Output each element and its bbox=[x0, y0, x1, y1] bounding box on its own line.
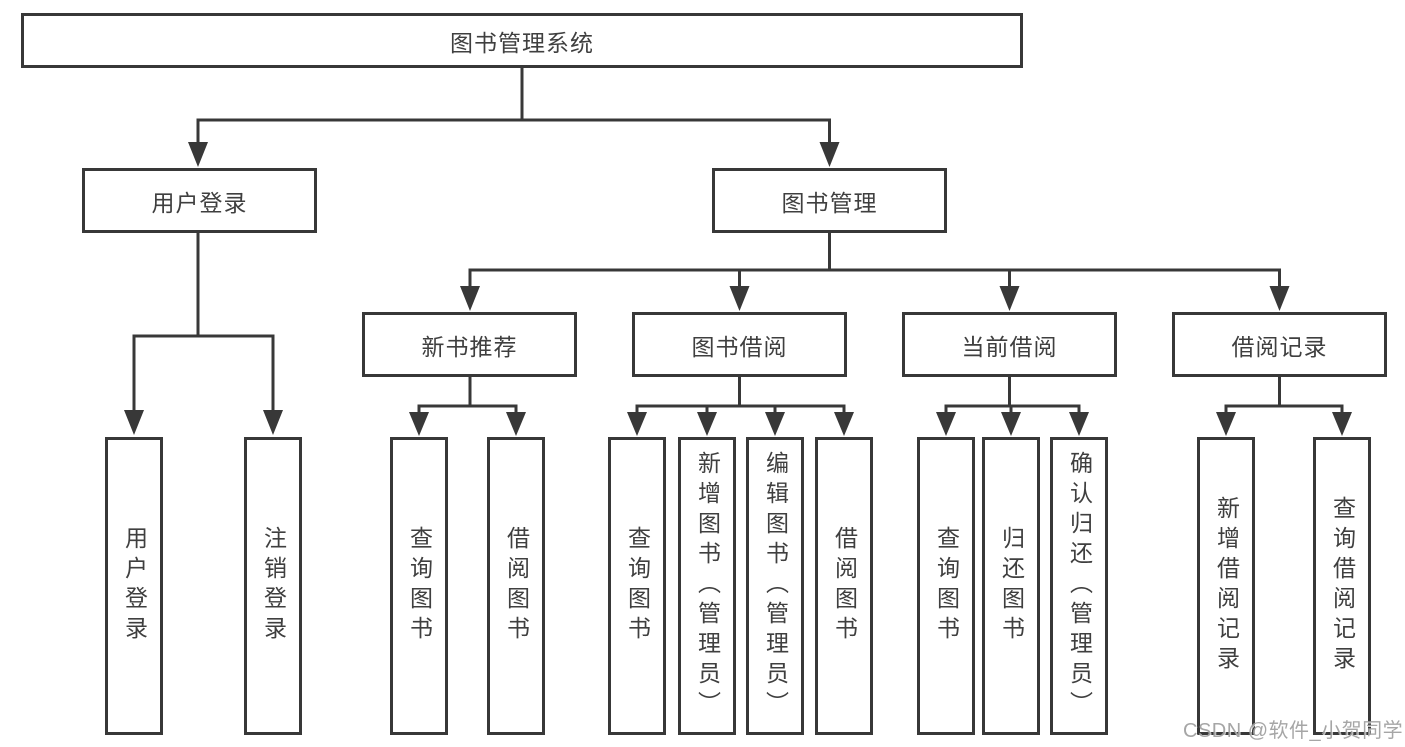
leaf-query-borrow-record: 查询借阅记录 bbox=[1313, 437, 1371, 735]
leaf-return-books-label: 归还图书 bbox=[998, 526, 1025, 646]
leaf-user-login-label: 用户登录 bbox=[121, 526, 148, 646]
node-user-login: 用户登录 bbox=[82, 168, 317, 233]
leaf-add-book-admin: 新增图书（管理员） bbox=[678, 437, 736, 735]
node-current-borrowing-label: 当前借阅 bbox=[961, 333, 1058, 360]
node-library-system: 图书管理系统 bbox=[21, 13, 1023, 68]
node-user-login-label: 用户登录 bbox=[151, 189, 248, 216]
node-borrow-records: 借阅记录 bbox=[1172, 312, 1387, 377]
node-new-book-recommend-label: 新书推荐 bbox=[421, 333, 518, 360]
node-current-borrowing: 当前借阅 bbox=[902, 312, 1117, 377]
leaf-query-borrow-record-label: 查询借阅记录 bbox=[1329, 496, 1356, 676]
leaf-confirm-return-admin-label: 确认归还（管理员） bbox=[1066, 451, 1093, 721]
leaf-borrow-books-recommend-label: 借阅图书 bbox=[503, 526, 530, 646]
leaf-borrow-books-borrowing: 借阅图书 bbox=[815, 437, 873, 735]
leaf-return-books: 归还图书 bbox=[982, 437, 1040, 735]
leaf-add-book-admin-label: 新增图书（管理员） bbox=[694, 451, 721, 721]
leaf-query-books-current: 查询图书 bbox=[917, 437, 975, 735]
node-book-management-label: 图书管理 bbox=[781, 189, 878, 216]
node-book-borrowing: 图书借阅 bbox=[632, 312, 847, 377]
leaf-logout-label: 注销登录 bbox=[260, 526, 287, 646]
leaf-borrow-books-borrowing-label: 借阅图书 bbox=[831, 526, 858, 646]
leaf-query-books-borrowing-label: 查询图书 bbox=[624, 526, 651, 646]
leaf-query-books-recommend: 查询图书 bbox=[390, 437, 448, 735]
node-new-book-recommend: 新书推荐 bbox=[362, 312, 577, 377]
leaf-query-books-borrowing: 查询图书 bbox=[608, 437, 666, 735]
leaf-add-borrow-record-label: 新增借阅记录 bbox=[1213, 496, 1240, 676]
leaf-edit-book-admin-label: 编辑图书（管理员） bbox=[762, 451, 789, 721]
node-book-management: 图书管理 bbox=[712, 168, 947, 233]
leaf-add-borrow-record: 新增借阅记录 bbox=[1197, 437, 1255, 735]
leaf-confirm-return-admin: 确认归还（管理员） bbox=[1050, 437, 1108, 735]
node-book-borrowing-label: 图书借阅 bbox=[691, 333, 788, 360]
watermark: CSDN @软件_小贺同学 bbox=[1183, 720, 1404, 742]
node-library-system-label: 图书管理系统 bbox=[450, 29, 594, 56]
leaf-query-books-recommend-label: 查询图书 bbox=[406, 526, 433, 646]
leaf-edit-book-admin: 编辑图书（管理员） bbox=[746, 437, 804, 735]
node-borrow-records-label: 借阅记录 bbox=[1231, 333, 1328, 360]
leaf-borrow-books-recommend: 借阅图书 bbox=[487, 437, 545, 735]
leaf-user-login: 用户登录 bbox=[105, 437, 163, 735]
leaf-logout: 注销登录 bbox=[244, 437, 302, 735]
leaf-query-books-current-label: 查询图书 bbox=[933, 526, 960, 646]
